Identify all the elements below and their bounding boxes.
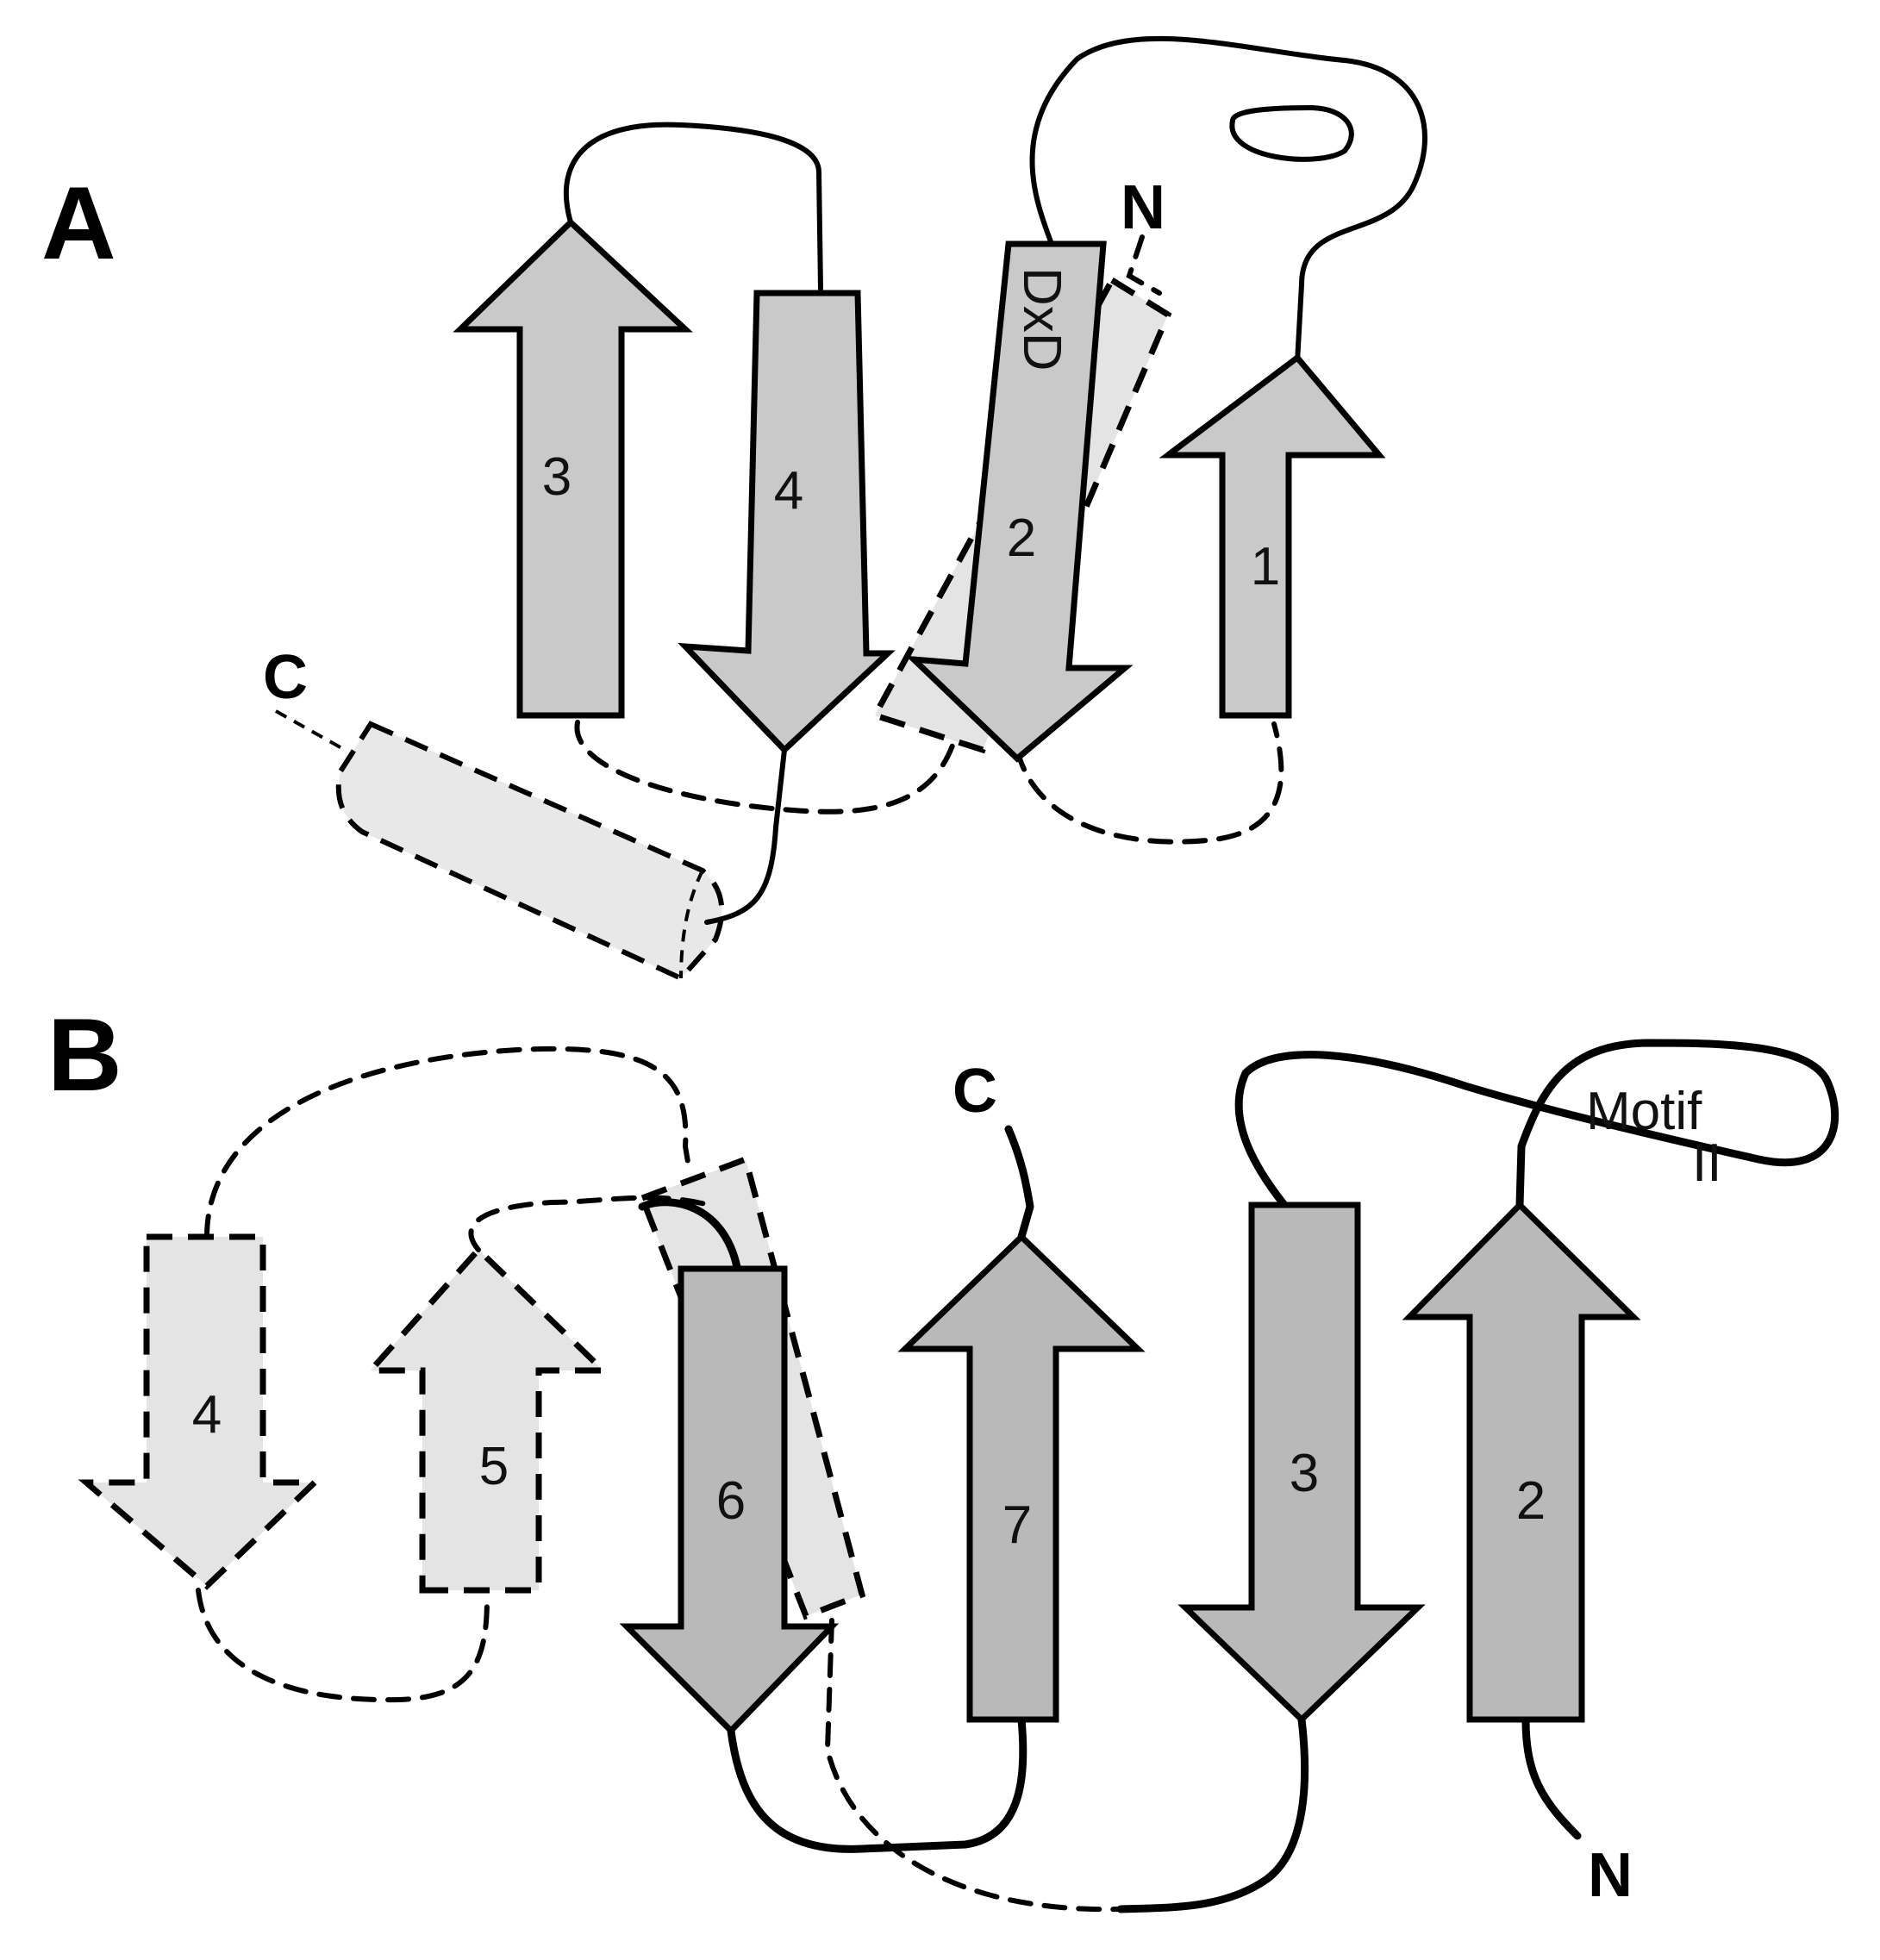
panel-a-loop-2-1-bottom bbox=[1015, 721, 1284, 845]
panel-a-c-terminus-label: C bbox=[263, 643, 308, 712]
panel-a-strand-4 bbox=[678, 290, 896, 754]
panel-b-strand-7 bbox=[897, 1233, 1146, 1723]
panel-b-strand-4-label: 4 bbox=[192, 1385, 222, 1445]
panel-b-strand-2-label: 2 bbox=[1516, 1471, 1546, 1531]
panel-b-loop-2-3-top bbox=[1234, 1039, 1839, 1209]
panel-a-helix-to-strand-4 bbox=[704, 747, 787, 925]
panel-b-strand-6-label: 6 bbox=[716, 1471, 746, 1531]
panel-a-strand-2-label: 2 bbox=[1007, 509, 1036, 568]
panel-a-strand-4-label: 4 bbox=[774, 461, 803, 521]
panel-b-motif-label-line2: II bbox=[1692, 1133, 1721, 1193]
panel-b-strand-6 bbox=[619, 1265, 840, 1735]
panel-b-motif-label-line1: Motif bbox=[1586, 1082, 1702, 1141]
panel-a-n-terminus-label: N bbox=[1121, 173, 1165, 242]
panel-a-strand-1-label: 1 bbox=[1251, 537, 1280, 596]
panel-b: B 4 5 6 7 3 2 Motif II C N bbox=[47, 997, 1839, 1913]
panel-a-label: A bbox=[41, 165, 116, 281]
panel-b-strand-3 bbox=[1177, 1202, 1426, 1724]
panel-a-loop-4-2 bbox=[574, 720, 955, 815]
panel-a-dxd-motif-label: DxD bbox=[1012, 267, 1071, 371]
panel-a: A 3 4 2 1 DxD N C bbox=[41, 35, 1427, 982]
panel-b-strand-4 bbox=[78, 1233, 322, 1590]
panel-b-n-terminus-link bbox=[1521, 1715, 1582, 1840]
panel-a-loop-2-1 bbox=[1029, 35, 1427, 365]
panel-b-strand-7-label: 7 bbox=[1002, 1495, 1032, 1555]
panel-a-strand-2 bbox=[905, 240, 1134, 763]
panel-b-loop-6-top bbox=[638, 1198, 741, 1271]
panel-b-n-terminus-label: N bbox=[1588, 1841, 1633, 1910]
panel-b-loop-4-5-bottom bbox=[196, 1588, 490, 1703]
panel-b-strand-2 bbox=[1402, 1201, 1641, 1723]
panel-a-loop-3-4 bbox=[564, 122, 823, 291]
panel-a-strand-1 bbox=[1159, 353, 1386, 719]
panel-b-strand-3-label: 3 bbox=[1290, 1444, 1319, 1503]
panel-b-label: B bbox=[47, 997, 122, 1113]
panel-a-inner-loop bbox=[1229, 105, 1354, 162]
panel-b-c-terminus-link bbox=[1004, 1125, 1034, 1241]
panel-b-strand-5-label: 5 bbox=[479, 1437, 509, 1496]
panel-a-strand-3-label: 3 bbox=[542, 447, 571, 507]
panel-a-strand-3 bbox=[453, 218, 693, 719]
panel-b-strand-5 bbox=[364, 1245, 611, 1594]
panel-b-loop-3-bottom bbox=[1116, 1715, 1309, 1913]
panel-a-c-terminal-helix bbox=[335, 721, 725, 982]
panel-b-loop-5-6 bbox=[468, 1195, 718, 1252]
panel-a-n-terminus-link bbox=[1126, 234, 1162, 296]
panel-b-loop-4-top bbox=[204, 1046, 692, 1239]
panel-b-loop-6-7 bbox=[727, 1715, 1027, 1853]
panel-a-c-terminus-link bbox=[275, 709, 346, 752]
panel-b-c-terminus-label: C bbox=[952, 1057, 997, 1126]
panel-b-loop-helix-to-3 bbox=[824, 1618, 1123, 1913]
